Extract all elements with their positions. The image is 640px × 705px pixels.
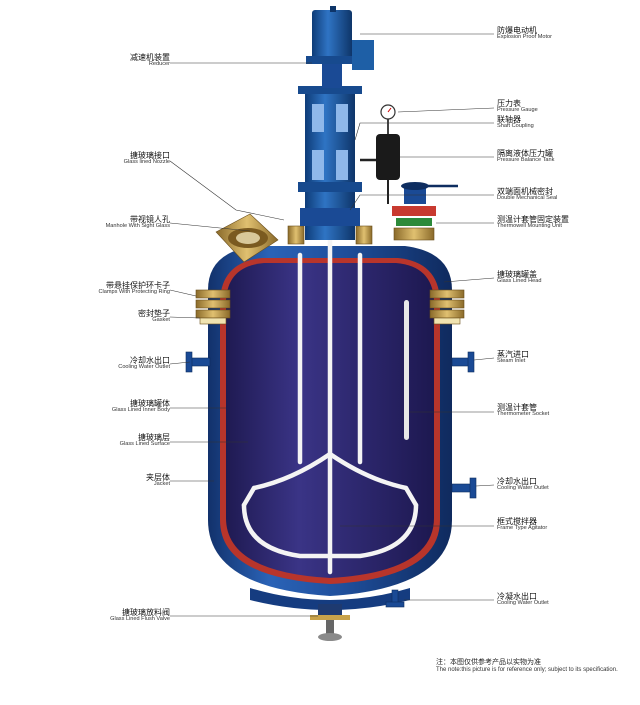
label-zh: 隔离液体压力罐: [497, 149, 553, 158]
label-motor: 防爆电动机 Explosion Proof Motor: [497, 26, 553, 41]
label-en: Pressure Balance Tank: [497, 157, 555, 164]
label-en: Thermowell Mounting Unit: [497, 223, 562, 230]
label-jacket: 夹层体 Jacket: [146, 473, 170, 488]
label-steam-inlet: 蒸汽进口 Steam Inlet: [497, 350, 529, 365]
label-frame-agitator: 框式搅拌器 Frame Type Agitator: [497, 517, 548, 532]
label-en: Cooling Water Outlet: [118, 364, 170, 371]
footnote: 注：本图仅供参考产品以实物为准 The note:this picture is…: [436, 657, 636, 674]
label-zh: 防爆电动机: [497, 26, 537, 35]
footnote-zh: 注：本图仅供参考产品以实物为准: [436, 658, 541, 666]
label-en: Glass Lined Flush Valve: [110, 616, 170, 623]
label-en: Pressure Gauge: [497, 107, 538, 114]
label-thermowell-mount: 测温计套管固定装置 Thermowell Mounting Unit: [497, 215, 569, 230]
explosion-proof-motor: [306, 6, 374, 88]
label-en: Shaft Coupling: [497, 123, 534, 130]
label-zh: 测温计套管固定装置: [497, 215, 569, 224]
label-gasket: 密封垫子 Gasket: [138, 309, 170, 324]
label-zh: 压力表: [497, 99, 521, 108]
label-clamps: 带悬挂保护环卡子 Clamps With Protecting Ring: [98, 281, 170, 296]
label-zh: 密封垫子: [138, 309, 170, 318]
label-zh: 冷凝水出口: [497, 592, 537, 601]
label-reducer: 减速机装置 Reducer: [130, 53, 170, 68]
label-en: Frame Type Agitator: [497, 525, 548, 532]
frame-agitator: [241, 227, 419, 575]
label-manhole: 带视镜人孔 Manhole With Sight Glass: [105, 215, 170, 230]
pressure-gauge: [380, 104, 396, 134]
label-mechanical-seal: 双端面机械密封 Double Mechanical Seal: [497, 187, 558, 202]
label-zh: 搪玻璃罐体: [130, 399, 170, 408]
label-zh: 减速机装置: [130, 53, 170, 62]
label-en: Cooling Water Outlet: [497, 485, 549, 492]
label-zh: 带悬挂保护环卡子: [106, 281, 170, 290]
label-zh: 冷却水出口: [130, 356, 170, 365]
label-en: Glass Lined Surface: [119, 441, 170, 448]
label-en: Gasket: [152, 317, 170, 324]
label-en: Thermometer Socket: [497, 411, 550, 418]
footnote-en: The note:this picture is for reference o…: [436, 667, 618, 673]
label-condensate-outlet: 冷凝水出口 Cooling Water Outlet: [497, 592, 549, 607]
label-en: Cooling Water Outlet: [497, 600, 549, 607]
label-zh: 双端面机械密封: [497, 187, 553, 196]
glass-lined-nozzle: [287, 225, 373, 245]
label-en: Manhole With Sight Glass: [105, 223, 170, 230]
leader-lines: [169, 33, 495, 617]
label-shaft-coupling: 联轴器 Shaft Coupling: [497, 115, 534, 130]
label-zh: 搪玻璃罐盖: [497, 270, 537, 279]
label-zh: 冷却水出口: [497, 477, 537, 486]
label-en: Glass Lined Head: [497, 278, 542, 285]
label-en: Glass Lined Inner Body: [111, 407, 170, 414]
label-thermometer-socket: 测温计套管 Thermometer Socket: [497, 403, 550, 418]
label-zh: 搪玻璃层: [138, 433, 170, 442]
label-zh: 搪玻璃接口: [130, 151, 170, 160]
jacket-bottom: [250, 588, 410, 610]
label-zh: 联轴器: [497, 115, 521, 124]
label-zh: 夹层体: [146, 473, 170, 482]
label-pressure-gauge: 压力表 Pressure Gauge: [497, 99, 538, 114]
label-cooling-outlet-left: 冷却水出口 Cooling Water Outlet: [118, 356, 170, 371]
label-inner-body: 搪玻璃罐体 Glass Lined Inner Body: [111, 399, 170, 414]
label-en: Steam Inlet: [497, 358, 526, 365]
label-glass-lined-nozzle: 搪玻璃接口 Glass lined Nozzle: [123, 151, 170, 166]
label-en: Jacket: [153, 481, 170, 488]
label-glass-lined-head: 搪玻璃罐盖 Glass Lined Head: [497, 270, 542, 285]
label-zh: 带视镜人孔: [130, 215, 170, 224]
label-en: Glass lined Nozzle: [123, 159, 170, 166]
label-en: Clamps With Protecting Ring: [98, 289, 170, 296]
label-zh: 搪玻璃放料阀: [122, 608, 170, 617]
label-zh: 测温计套管: [497, 403, 537, 412]
label-balance-tank: 隔离液体压力罐 Pressure Balance Tank: [497, 149, 555, 164]
label-en: Explosion Proof Motor: [497, 34, 553, 41]
label-glass-lined-surface: 搪玻璃层 Glass Lined Surface: [119, 433, 170, 448]
label-en: Double Mechanical Seal: [497, 195, 558, 202]
pressure-balance-tank: [360, 134, 400, 204]
clamps-left: [195, 289, 231, 325]
label-en: Reducer: [148, 61, 170, 68]
clamps-right: [429, 289, 465, 325]
drive-column: [298, 86, 362, 240]
thermowell-mount: [392, 182, 458, 241]
label-zh: 蒸汽进口: [497, 350, 529, 359]
flush-valve: [310, 604, 350, 641]
thermometer-socket: [404, 300, 409, 440]
label-zh: 框式搅拌器: [497, 517, 537, 526]
label-flush-valve: 搪玻璃放料阀 Glass Lined Flush Valve: [110, 608, 170, 623]
manhole: [215, 213, 279, 263]
label-cooling-outlet-right: 冷却水出口 Cooling Water Outlet: [497, 477, 549, 492]
